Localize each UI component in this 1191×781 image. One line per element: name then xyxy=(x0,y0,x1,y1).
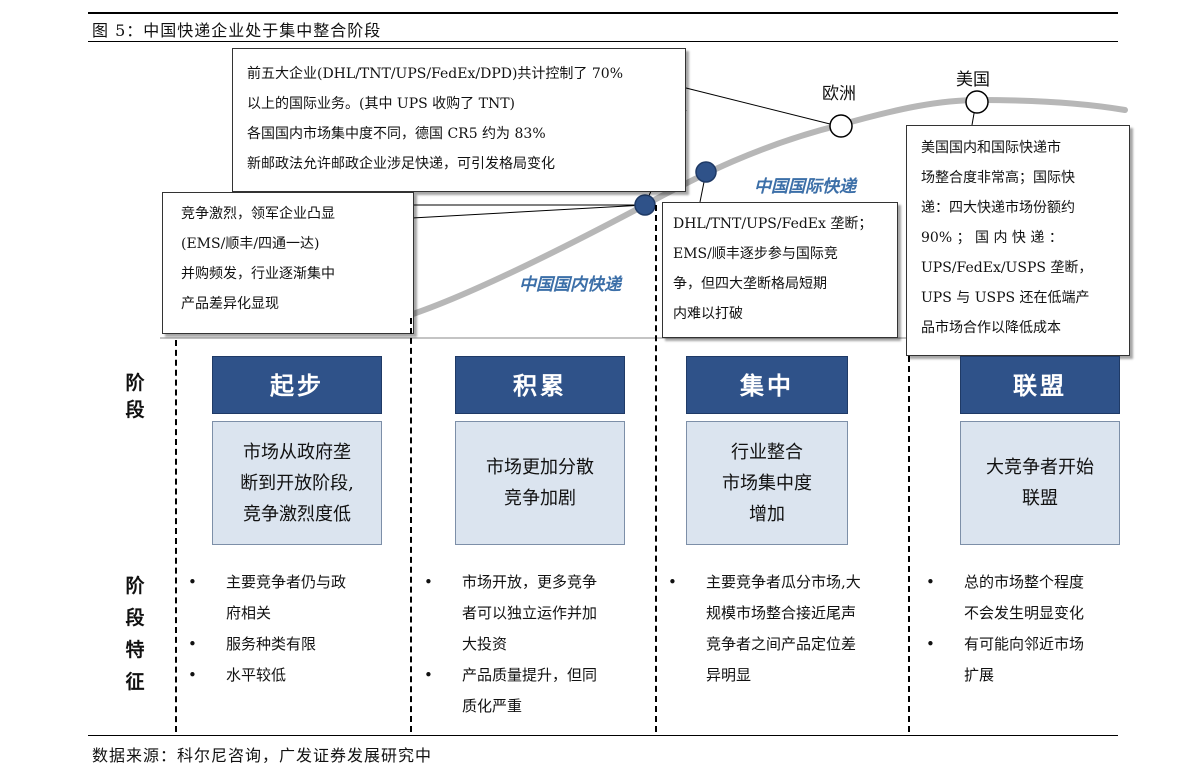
feature-line: 水平较低 xyxy=(226,666,287,684)
feature-bullet: 主要竞争者瓜分市场,大 规模市场整合接近尾声 竞争者之间产品定位差 异明显 xyxy=(660,567,905,691)
stage-desc-line: 市场从政府垄 xyxy=(243,441,351,463)
stage-divider xyxy=(175,340,177,732)
callout-usa: 美国国内和国际快递市 场整合度非常高；国际快 递：四大快递市场份额约 90% ；… xyxy=(906,125,1130,356)
feature-line: 质化严重 xyxy=(462,697,523,715)
stage-desc-start: 市场从政府垄 断到开放阶段, 竞争激烈度低 xyxy=(212,421,382,545)
marker-china-domestic xyxy=(634,194,656,216)
region-label-usa: 美国 xyxy=(956,70,990,90)
curve-label-international: 中国国际快递 xyxy=(754,177,856,197)
callout-competition: 竞争激烈，领军企业凸显 (EMS/顺丰/四通一达) 并购频发，行业逐渐集中 产品… xyxy=(162,192,414,334)
stage-header-concentrate: 集中 xyxy=(686,356,848,414)
stage-features-start: 主要竞争者仍与政 府相关 服务种类有限 水平较低 xyxy=(180,567,405,691)
stage-desc-line: 大竞争者开始 xyxy=(986,457,1094,478)
stage-desc-line: 联盟 xyxy=(1022,488,1058,509)
stage-divider xyxy=(655,205,657,732)
stage-desc-line: 竞争加剧 xyxy=(504,488,576,509)
stage-divider xyxy=(410,318,412,732)
feature-line: 府相关 xyxy=(226,604,272,622)
feature-line: 不会发生明显变化 xyxy=(964,604,1085,622)
callout-line: 品市场合作以降低成本 xyxy=(921,320,1061,336)
feature-line: 总的市场整个程度 xyxy=(964,573,1085,591)
stage-desc-line: 市场更加分散 xyxy=(486,457,594,478)
feature-bullet: 主要竞争者仍与政 府相关 xyxy=(180,567,405,629)
region-label-europe: 欧洲 xyxy=(822,84,856,104)
top-rule xyxy=(88,12,1118,14)
feature-bullet: 服务种类有限 xyxy=(180,629,405,660)
row-label-char: 阶 xyxy=(125,575,145,597)
row-label-char: 段 xyxy=(125,399,145,421)
figure-source: 数据来源：科尔尼咨询，广发证券发展研究中 xyxy=(92,746,433,765)
marker-china-international xyxy=(695,161,717,183)
callout-line: 前五大企业(DHL/TNT/UPS/FedEx/DPD)共计控制了 70% xyxy=(247,66,624,82)
leader-line-consolidation xyxy=(685,87,839,127)
stage-desc-accumulate: 市场更加分散 竞争加剧 xyxy=(455,421,625,545)
growth-curve xyxy=(407,96,1128,318)
row-label-stage: 阶 段 xyxy=(123,370,147,424)
callout-line: 争，但四大垄断格局短期 xyxy=(673,276,827,292)
feature-line: 异明显 xyxy=(706,666,752,684)
callout-line: 新邮政法允许邮政企业涉足快递，可引发格局变化 xyxy=(247,156,555,172)
feature-line: 竞争者之间产品定位差 xyxy=(706,635,857,653)
feature-bullet: 有可能向邻近市场 扩展 xyxy=(918,629,1128,691)
stage-desc-line: 竞争激烈度低 xyxy=(243,503,351,525)
callout-line: (EMS/顺丰/四通一达) xyxy=(181,236,320,252)
callout-line: 并购频发，行业逐渐集中 xyxy=(181,266,335,282)
stage-desc-concentrate: 行业整合 市场集中度 增加 xyxy=(686,421,848,545)
stage-header-start: 起步 xyxy=(212,356,382,414)
feature-line: 有可能向邻近市场 xyxy=(964,635,1085,653)
feature-bullet: 水平较低 xyxy=(180,660,405,691)
feature-line: 服务种类有限 xyxy=(226,635,317,653)
stage-features-alliance: 总的市场整个程度 不会发生明显变化 有可能向邻近市场 扩展 xyxy=(918,567,1128,691)
row-label-features: 阶 段 特 征 xyxy=(123,570,147,698)
callout-consolidation: 前五大企业(DHL/TNT/UPS/FedEx/DPD)共计控制了 70% 以上… xyxy=(232,48,686,192)
callout-line: 各国国内市场集中度不同，德国 CR5 约为 83% xyxy=(247,126,546,142)
bottom-rule xyxy=(88,735,1118,736)
figure-title: 图 5：中国快递企业处于集中整合阶段 xyxy=(92,21,382,40)
callout-line: 产品差异化显现 xyxy=(181,296,279,312)
feature-line: 主要竞争者仍与政 xyxy=(226,573,347,591)
row-label-char: 段 xyxy=(125,607,145,629)
stage-header-accumulate: 积累 xyxy=(455,356,625,414)
feature-line: 者可以独立运作并加 xyxy=(462,604,598,622)
callout-line: 竞争激烈，领军企业凸显 xyxy=(181,206,335,222)
feature-bullet: 市场开放，更多竞争 者可以独立运作并加 大投资 xyxy=(416,567,651,660)
stage-desc-line: 行业整合 xyxy=(731,441,803,463)
callout-line: 美国国内和国际快递市 xyxy=(921,140,1061,156)
row-label-char: 征 xyxy=(125,671,145,693)
stage-desc-line: 增加 xyxy=(749,503,785,525)
callout-line: 内难以打破 xyxy=(673,306,743,322)
callout-line: DHL/TNT/UPS/FedEx 垄断； xyxy=(673,216,873,232)
feature-line: 大投资 xyxy=(462,635,508,653)
callout-line: 场整合度非常高；国际快 xyxy=(921,170,1075,186)
marker-usa xyxy=(965,90,989,114)
callout-line: UPS 与 USPS 还在低端产 xyxy=(921,290,1090,306)
stage-desc-line: 市场集中度 xyxy=(722,472,812,494)
stage-desc-alliance: 大竞争者开始 联盟 xyxy=(960,421,1120,545)
feature-bullet: 产品质量提升，但同 质化严重 xyxy=(416,660,651,722)
callout-line: 90% ； 国 内 快 递 ： xyxy=(921,230,1063,246)
row-label-char: 阶 xyxy=(125,372,145,394)
feature-line: 主要竞争者瓜分市场,大 xyxy=(706,573,861,591)
feature-line: 市场开放，更多竞争 xyxy=(462,573,598,591)
row-label-char: 特 xyxy=(125,639,145,661)
feature-line: 扩展 xyxy=(964,666,995,684)
stage-header-alliance: 联盟 xyxy=(960,356,1120,414)
stage-desc-line: 断到开放阶段, xyxy=(240,472,354,494)
callout-line: EMS/顺丰逐步参与国际竞 xyxy=(673,246,838,262)
callout-line: 以上的国际业务。(其中 UPS 收购了 TNT) xyxy=(247,96,516,112)
callout-international: DHL/TNT/UPS/FedEx 垄断； EMS/顺丰逐步参与国际竞 争，但四… xyxy=(662,202,898,338)
stage-features-accumulate: 市场开放，更多竞争 者可以独立运作并加 大投资 产品质量提升，但同 质化严重 xyxy=(416,567,651,722)
stage-divider xyxy=(908,356,910,732)
title-rule xyxy=(88,41,1118,42)
leader-line-competition-2 xyxy=(411,204,646,219)
feature-bullet: 总的市场整个程度 不会发生明显变化 xyxy=(918,567,1128,629)
marker-europe xyxy=(829,114,853,138)
stage-features-concentrate: 主要竞争者瓜分市场,大 规模市场整合接近尾声 竞争者之间产品定位差 异明显 xyxy=(660,567,905,691)
feature-line: 规模市场整合接近尾声 xyxy=(706,604,857,622)
callout-line: 递：四大快递市场份额约 xyxy=(921,200,1075,216)
callout-line: UPS/FedEx/USPS 垄断， xyxy=(921,260,1093,276)
feature-line: 产品质量提升，但同 xyxy=(462,666,598,684)
curve-label-domestic: 中国国内快递 xyxy=(519,275,621,295)
